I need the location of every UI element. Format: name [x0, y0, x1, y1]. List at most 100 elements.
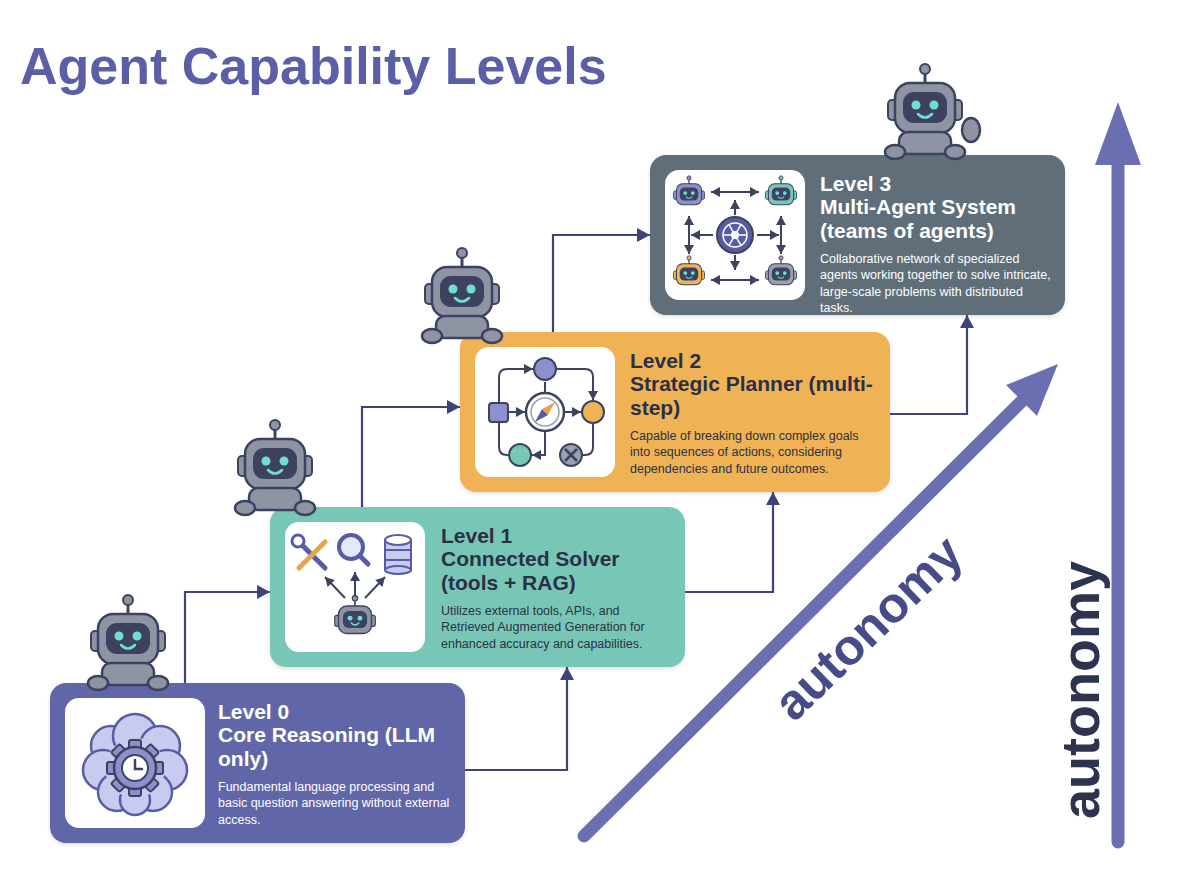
robot-figure	[262, 457, 271, 466]
robot-figure	[352, 596, 358, 602]
robot-figure	[274, 428, 277, 440]
icon-art	[65, 698, 205, 828]
level-number: Level 1	[441, 524, 676, 547]
robot-figure	[351, 623, 359, 625]
robot-figure	[962, 118, 980, 142]
icon-art	[531, 398, 559, 426]
icon-art	[526, 393, 564, 431]
level-description: Collaborative network of specialized age…	[820, 251, 1055, 316]
robot-figure	[783, 271, 787, 275]
robot-figure	[88, 595, 168, 690]
level-icon	[665, 170, 805, 300]
robot-figure	[422, 248, 502, 343]
level-number: Level 0	[218, 700, 453, 723]
icon-art	[292, 535, 411, 634]
robot-mascots	[88, 64, 980, 690]
icon-art	[565, 449, 577, 461]
icon-art	[122, 755, 148, 781]
icon-art	[509, 444, 531, 466]
robot-figure	[127, 603, 130, 615]
robot-figure	[467, 285, 476, 294]
icon-art	[717, 217, 753, 253]
robot-figure	[121, 645, 135, 649]
robot-figure	[772, 188, 790, 201]
icon-art	[499, 421, 508, 455]
flow-arrow	[685, 492, 773, 592]
level-box: Level 2Strategic Planner (multi-step)Cap…	[460, 332, 890, 492]
robot-figure	[676, 264, 701, 285]
robot-figure	[920, 64, 930, 74]
robot-figure	[280, 457, 289, 466]
level-heading: Multi-Agent System (teams of agents)	[820, 195, 1055, 242]
level-icon	[65, 698, 205, 828]
icon-art	[711, 275, 720, 285]
axis-label: autonomy	[762, 524, 974, 732]
robot-figure	[783, 191, 787, 195]
flow-arrow	[553, 235, 650, 332]
robot-figure	[691, 191, 695, 195]
icon-art	[560, 444, 582, 466]
robot-figure	[778, 277, 784, 278]
flow-arrow	[465, 667, 567, 770]
icon-art	[684, 216, 694, 225]
robot-figure	[88, 676, 108, 690]
robot-figure	[440, 276, 484, 307]
icon-art	[534, 358, 556, 380]
icon-art	[375, 577, 385, 587]
robot-figure	[903, 92, 947, 123]
robot-figure	[91, 631, 101, 651]
icon-art	[776, 245, 786, 254]
icon-art	[750, 275, 759, 285]
robot-figure	[895, 83, 955, 133]
robot-figure	[778, 197, 784, 198]
robot-figure	[945, 145, 965, 159]
vertical-arrow	[1095, 102, 1141, 165]
robot-figure	[457, 248, 467, 258]
robot-figure	[422, 329, 442, 343]
robot-figure	[123, 595, 133, 605]
level-heading: Core Reasoning (LLM only)	[218, 723, 453, 770]
robot-figure	[673, 256, 704, 285]
robot-figure	[268, 470, 282, 474]
flow-arrow	[362, 407, 460, 507]
robot-figure	[885, 145, 905, 159]
icon-art	[557, 369, 593, 400]
level-number: Level 3	[820, 172, 1055, 195]
level-texts: Level 1Connected Solver (tools + RAG) Uti…	[441, 524, 676, 652]
icon-art	[588, 391, 598, 400]
robot-figure	[238, 456, 248, 476]
robot-figure	[148, 676, 168, 690]
robot-figure	[489, 284, 499, 304]
robot-figure	[455, 298, 469, 302]
robot-figure	[339, 606, 372, 634]
level-heading: Strategic Planner (multi-step)	[630, 372, 880, 419]
icon-art	[292, 535, 304, 547]
icon-art	[673, 176, 796, 285]
robot-figure	[155, 631, 165, 651]
robot-figure	[885, 64, 980, 159]
icon-art	[572, 407, 581, 417]
level-description: Utilizes external tools, APIs, and Retri…	[441, 603, 676, 652]
level-description: Capable of breaking down complex goals i…	[630, 428, 880, 477]
icon-art	[489, 358, 604, 466]
level-box: Level 1Connected Solver (tools + RAG) Uti…	[270, 507, 685, 667]
robot-figure	[106, 623, 150, 654]
robot-figure	[676, 184, 701, 205]
robot-figure	[779, 176, 783, 180]
robot-figure	[102, 663, 154, 685]
flow-arrow	[890, 315, 967, 414]
robot-figure	[425, 284, 435, 304]
robot-figure	[335, 596, 376, 634]
diagonal-arrow	[1006, 364, 1058, 416]
icon-art	[385, 550, 411, 560]
robot-figure	[779, 256, 783, 260]
robot-figure	[888, 100, 898, 120]
robot-figure	[765, 176, 796, 205]
level-heading: Connected Solver (tools + RAG)	[441, 547, 676, 594]
icon-art	[582, 424, 593, 455]
icon-art	[114, 747, 156, 789]
robot-figure	[680, 188, 698, 201]
level-texts: Level 3Multi-Agent System (teams of agen…	[820, 172, 1055, 316]
icon-art	[691, 230, 700, 240]
robot-figure	[775, 191, 779, 195]
